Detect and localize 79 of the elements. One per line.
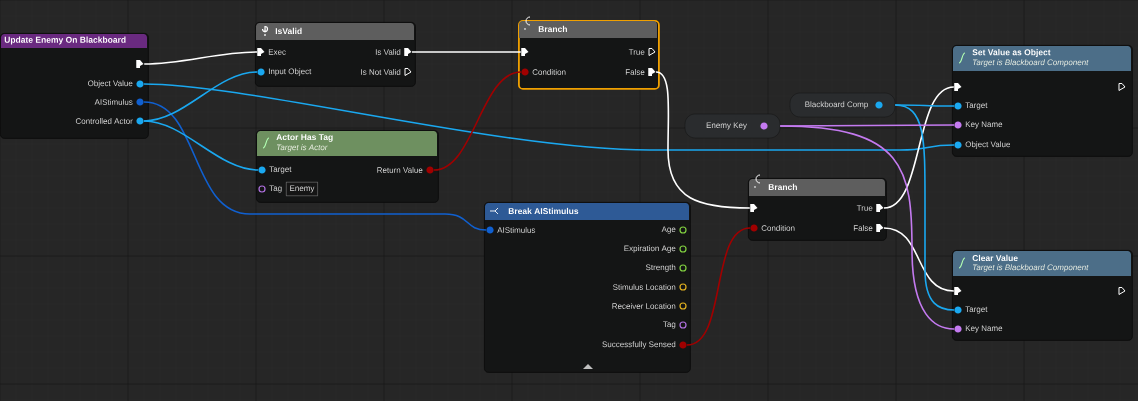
output-pin: False bbox=[853, 224, 884, 232]
node-label: Exec bbox=[268, 49, 286, 55]
node-label: Target bbox=[965, 102, 988, 110]
variable-pill: Enemy Key bbox=[684, 113, 781, 139]
wire bbox=[143, 101, 487, 231]
node-label: Receiver Location bbox=[612, 303, 676, 309]
node-label: Controlled Actor bbox=[75, 118, 133, 124]
wire bbox=[894, 104, 955, 311]
output-pin: Tag bbox=[663, 321, 687, 329]
node-label: Target bbox=[965, 306, 988, 314]
node-label: Is Valid bbox=[375, 49, 401, 55]
node-label: Key Name bbox=[965, 325, 1003, 333]
wire bbox=[411, 51, 522, 53]
exec-pin bbox=[521, 48, 529, 56]
node-label: Return Value bbox=[377, 167, 423, 173]
output-pin: Stimulus Location bbox=[613, 283, 687, 291]
output-pin: Successfully Sensed bbox=[602, 341, 687, 349]
output-pin: AIStimulus bbox=[94, 98, 144, 106]
output-pin: Return Value bbox=[377, 166, 434, 174]
wire bbox=[883, 227, 955, 292]
input-pin: Tag Enemy bbox=[258, 182, 318, 196]
node-label: Tag bbox=[663, 321, 676, 329]
output-pin: False bbox=[625, 68, 656, 76]
input-pin: Target bbox=[258, 166, 292, 174]
input-pin: Condition bbox=[521, 68, 566, 76]
exec-pin bbox=[1118, 287, 1126, 295]
node-label: Input Object bbox=[268, 68, 312, 76]
exec-pin bbox=[1118, 83, 1126, 91]
output-pin: Receiver Location bbox=[612, 302, 687, 310]
node-label: Age bbox=[661, 226, 676, 234]
output-pin: Expiration Age bbox=[624, 245, 687, 253]
node-label: Expiration Age bbox=[624, 245, 676, 253]
output-pin: Strength bbox=[645, 264, 687, 272]
node-label: Object Value bbox=[87, 80, 133, 88]
wire bbox=[143, 120, 259, 171]
wire bbox=[655, 71, 751, 209]
input-pin: Object Value bbox=[954, 141, 1011, 149]
wire bbox=[433, 71, 522, 171]
exec-pin bbox=[954, 287, 962, 295]
wire bbox=[143, 51, 258, 65]
output-pin: Is Valid bbox=[375, 48, 412, 56]
node-label: False bbox=[853, 225, 873, 231]
output-pin: True bbox=[856, 204, 884, 212]
node-label: True bbox=[628, 49, 645, 55]
input-pin: Key Name bbox=[954, 121, 1003, 129]
input-pin: Target bbox=[954, 306, 988, 314]
output-pin: Controlled Actor bbox=[75, 117, 144, 125]
wire bbox=[883, 86, 955, 209]
node-label: True bbox=[856, 205, 873, 211]
node-label: AIStimulus bbox=[497, 227, 536, 233]
node-label: Key Name bbox=[965, 121, 1003, 129]
node-label: Condition bbox=[761, 225, 795, 231]
node-label: Object Value bbox=[965, 141, 1011, 149]
node-label: Is Not Valid bbox=[361, 69, 401, 75]
node-label: Condition bbox=[532, 69, 566, 75]
wire bbox=[686, 227, 751, 346]
node-label: Tag bbox=[269, 185, 282, 193]
output-pin: Object Value bbox=[88, 80, 144, 88]
wire bbox=[143, 83, 955, 151]
input-pin: Key Name bbox=[954, 325, 1003, 333]
exec-pin bbox=[954, 83, 962, 91]
output-pin: Is Not Valid bbox=[361, 68, 412, 76]
node-label: AIStimulus bbox=[94, 99, 133, 105]
input-pin: Input Object bbox=[257, 68, 312, 76]
node-label: Target bbox=[269, 166, 292, 174]
wire bbox=[779, 125, 955, 330]
input-pin: AIStimulus bbox=[486, 226, 536, 234]
input-pin: Target bbox=[954, 102, 988, 110]
output-pin: Age bbox=[661, 226, 687, 234]
node-label: Enemy bbox=[290, 185, 315, 193]
input-pin: Exec bbox=[257, 48, 286, 56]
variable-pill: Blackboard Comp bbox=[789, 92, 896, 118]
output-pin: True bbox=[628, 48, 656, 56]
input-pin: Condition bbox=[750, 224, 795, 232]
exec-pin bbox=[136, 60, 144, 68]
node-label: Stimulus Location bbox=[613, 284, 676, 290]
exec-pin bbox=[750, 204, 758, 212]
node-label: Strength bbox=[645, 264, 676, 272]
node-label: False bbox=[625, 69, 645, 75]
